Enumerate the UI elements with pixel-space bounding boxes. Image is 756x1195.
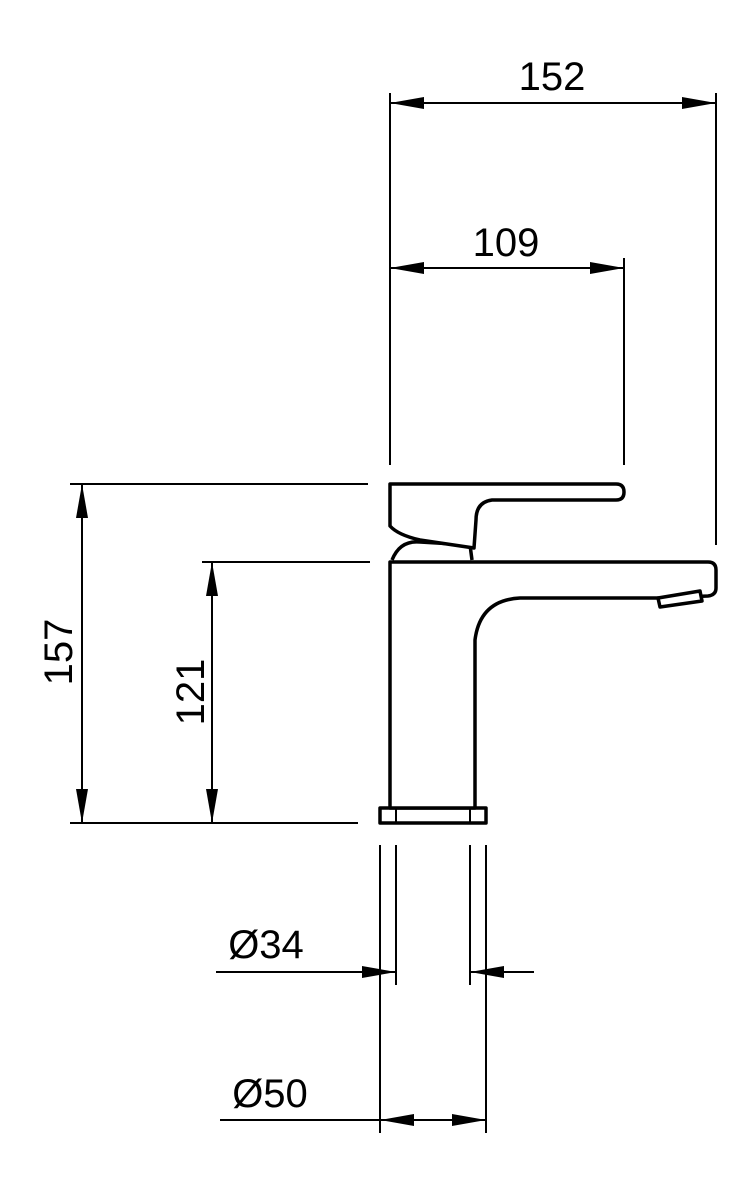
- dimension-diameter-50: Ø50: [220, 845, 487, 1133]
- dimension-label-121: 121: [169, 659, 213, 726]
- dimension-152: 152: [389, 55, 717, 545]
- dimension-109: 109: [390, 221, 625, 465]
- dimension-121: 121: [169, 561, 370, 823]
- faucet-lever: [388, 482, 626, 550]
- dimension-label-157: 157: [37, 619, 81, 686]
- dimension-label-152: 152: [519, 55, 586, 99]
- dimension-label-d50: Ø50: [232, 1072, 308, 1116]
- faucet-body: [388, 560, 718, 810]
- faucet-outline: [378, 482, 718, 825]
- dimension-157: 157: [37, 483, 368, 824]
- faucet-aerator: [656, 589, 704, 609]
- dimension-label-d34: Ø34: [228, 923, 304, 967]
- dimension-label-109: 109: [473, 221, 540, 265]
